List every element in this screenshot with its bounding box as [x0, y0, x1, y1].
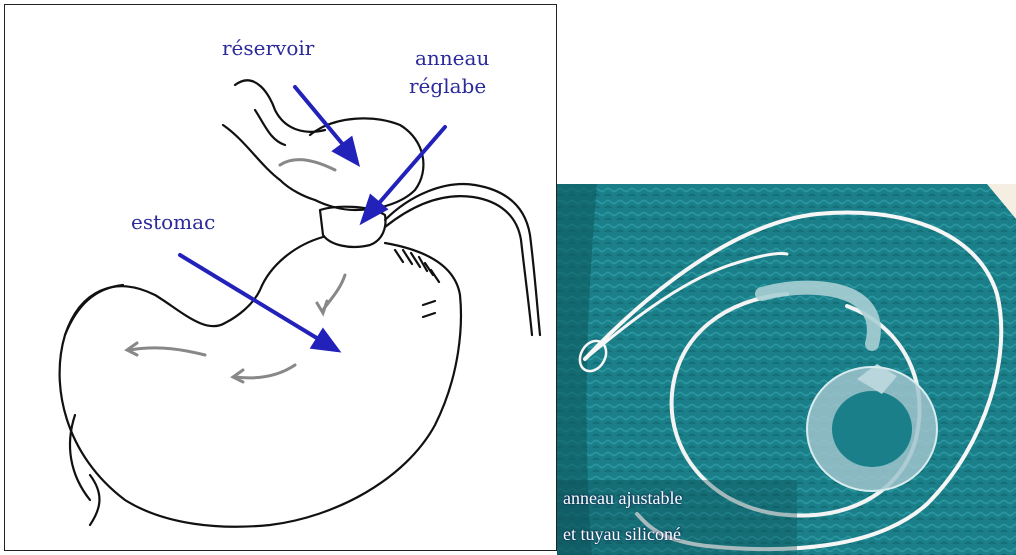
label-ring-line1: anneau [415, 45, 489, 71]
caption-line1: anneau ajustable [563, 486, 682, 510]
stomach-outline [60, 237, 461, 527]
band-photo-panel: anneau ajustable et tuyau siliconé [557, 184, 1016, 555]
pouch-outline [310, 118, 423, 210]
ring-arrow [373, 127, 445, 210]
stomach-diagram-panel: réservoir anneau réglabe estomac [4, 4, 557, 551]
caption-line2: et tuyau siliconé [563, 522, 681, 546]
stomach-arrow [180, 255, 325, 343]
label-ring-line2: réglabe [409, 73, 486, 99]
label-reservoir: réservoir [222, 35, 314, 61]
label-stomach: estomac [131, 209, 215, 235]
